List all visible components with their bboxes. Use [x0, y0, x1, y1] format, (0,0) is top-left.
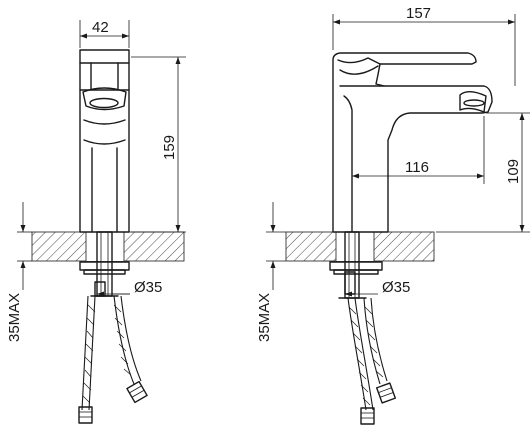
front-mounting-assembly — [79, 231, 130, 297]
front-thickness-dimension: 35MAX — [6, 202, 32, 342]
side-supply-hoses — [347, 297, 397, 425]
side-spout-height-dimension: 109 — [436, 112, 530, 233]
side-hole-dimension: Ø35 — [345, 279, 410, 297]
front-supply-hoses — [78, 295, 148, 424]
side-width-dimension: 157 — [332, 5, 516, 86]
side-reach-label: 116 — [405, 159, 429, 176]
front-view: 42 159 35MAX Ø35 — [6, 19, 186, 424]
side-spout-height-label: 109 — [505, 159, 522, 184]
side-reach-dimension: 116 — [352, 116, 485, 184]
side-thickness-dimension: 35MAX — [256, 202, 286, 342]
side-hole-label: Ø35 — [382, 279, 410, 296]
front-height-label: 159 — [161, 135, 178, 160]
side-faucet-body — [332, 52, 493, 233]
front-hole-dimension: Ø35 — [97, 279, 162, 297]
side-width-label: 157 — [406, 5, 431, 22]
front-faucet-body — [79, 49, 130, 233]
front-thickness-label: 35MAX — [6, 293, 23, 342]
side-view: 157 116 109 35MAX — [256, 5, 530, 425]
front-width-label: 42 — [92, 19, 109, 36]
front-hole-label: Ø35 — [134, 279, 162, 296]
side-thickness-label: 35MAX — [256, 293, 273, 342]
front-width-dimension: 42 — [79, 19, 130, 48]
front-height-dimension: 159 — [131, 56, 186, 233]
